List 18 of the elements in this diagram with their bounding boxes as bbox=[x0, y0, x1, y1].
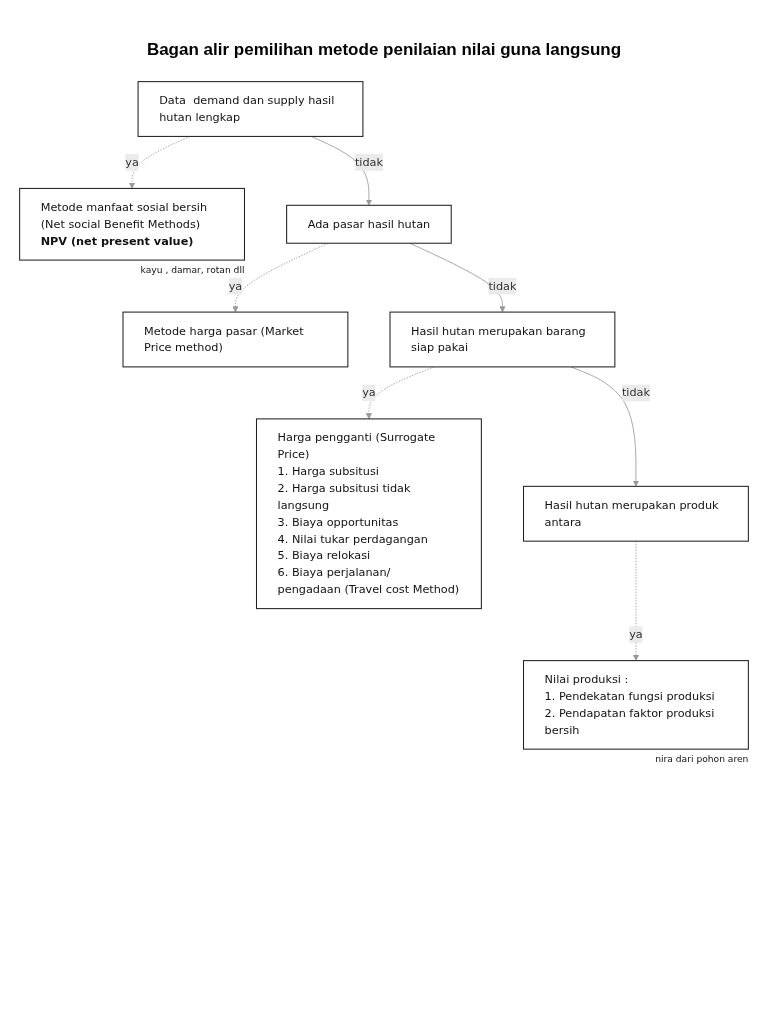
diagram-title: Bagan alir pemilihan metode penilaian nilai guna langsung bbox=[145, 40, 623, 60]
node-box: Hasil hutan merupakan produk antara bbox=[523, 485, 749, 542]
note-text: kayu , damar, rotan dll bbox=[140, 264, 245, 275]
edge-label: ya bbox=[629, 627, 643, 641]
node-box: Metode manfaat sosial bersih (Net social Benefit Methods) NPV (net present value) bbox=[19, 187, 245, 261]
node-box: Nilai produksi : 1. Pendekatan fungsi produksi 2. Pendapatan faktor produksi bersih bbox=[523, 660, 749, 750]
edge-label: ya bbox=[362, 385, 376, 400]
edge-label: tidak bbox=[621, 385, 650, 400]
node-box: Hasil hutan merupakan barang siap pakai bbox=[389, 311, 616, 368]
note-text: nira dari pohon aren bbox=[655, 753, 749, 764]
edge-label: tidak bbox=[488, 279, 517, 293]
node-box: Harga pengganti (Surrogate Price) 1. Harga subsitusi 2. Harga subsitusi tidak langsung 3. Biaya opportunitas 4. Nilai tukar perdagangan 5. Biaya relokasi 6. Biaya perjalanan/ pengadaan (Travel cost Method) bbox=[256, 418, 482, 610]
node-box: Metode harga pasar (Market Price method) bbox=[122, 311, 349, 368]
node-box: Data demand dan supply hasil hutan lengkap bbox=[137, 81, 364, 137]
edge-label: ya bbox=[125, 155, 139, 169]
edge-label: ya bbox=[228, 279, 243, 293]
edge-label: tidak bbox=[354, 155, 383, 169]
node-box: Ada pasar hasil hutan bbox=[286, 204, 452, 244]
